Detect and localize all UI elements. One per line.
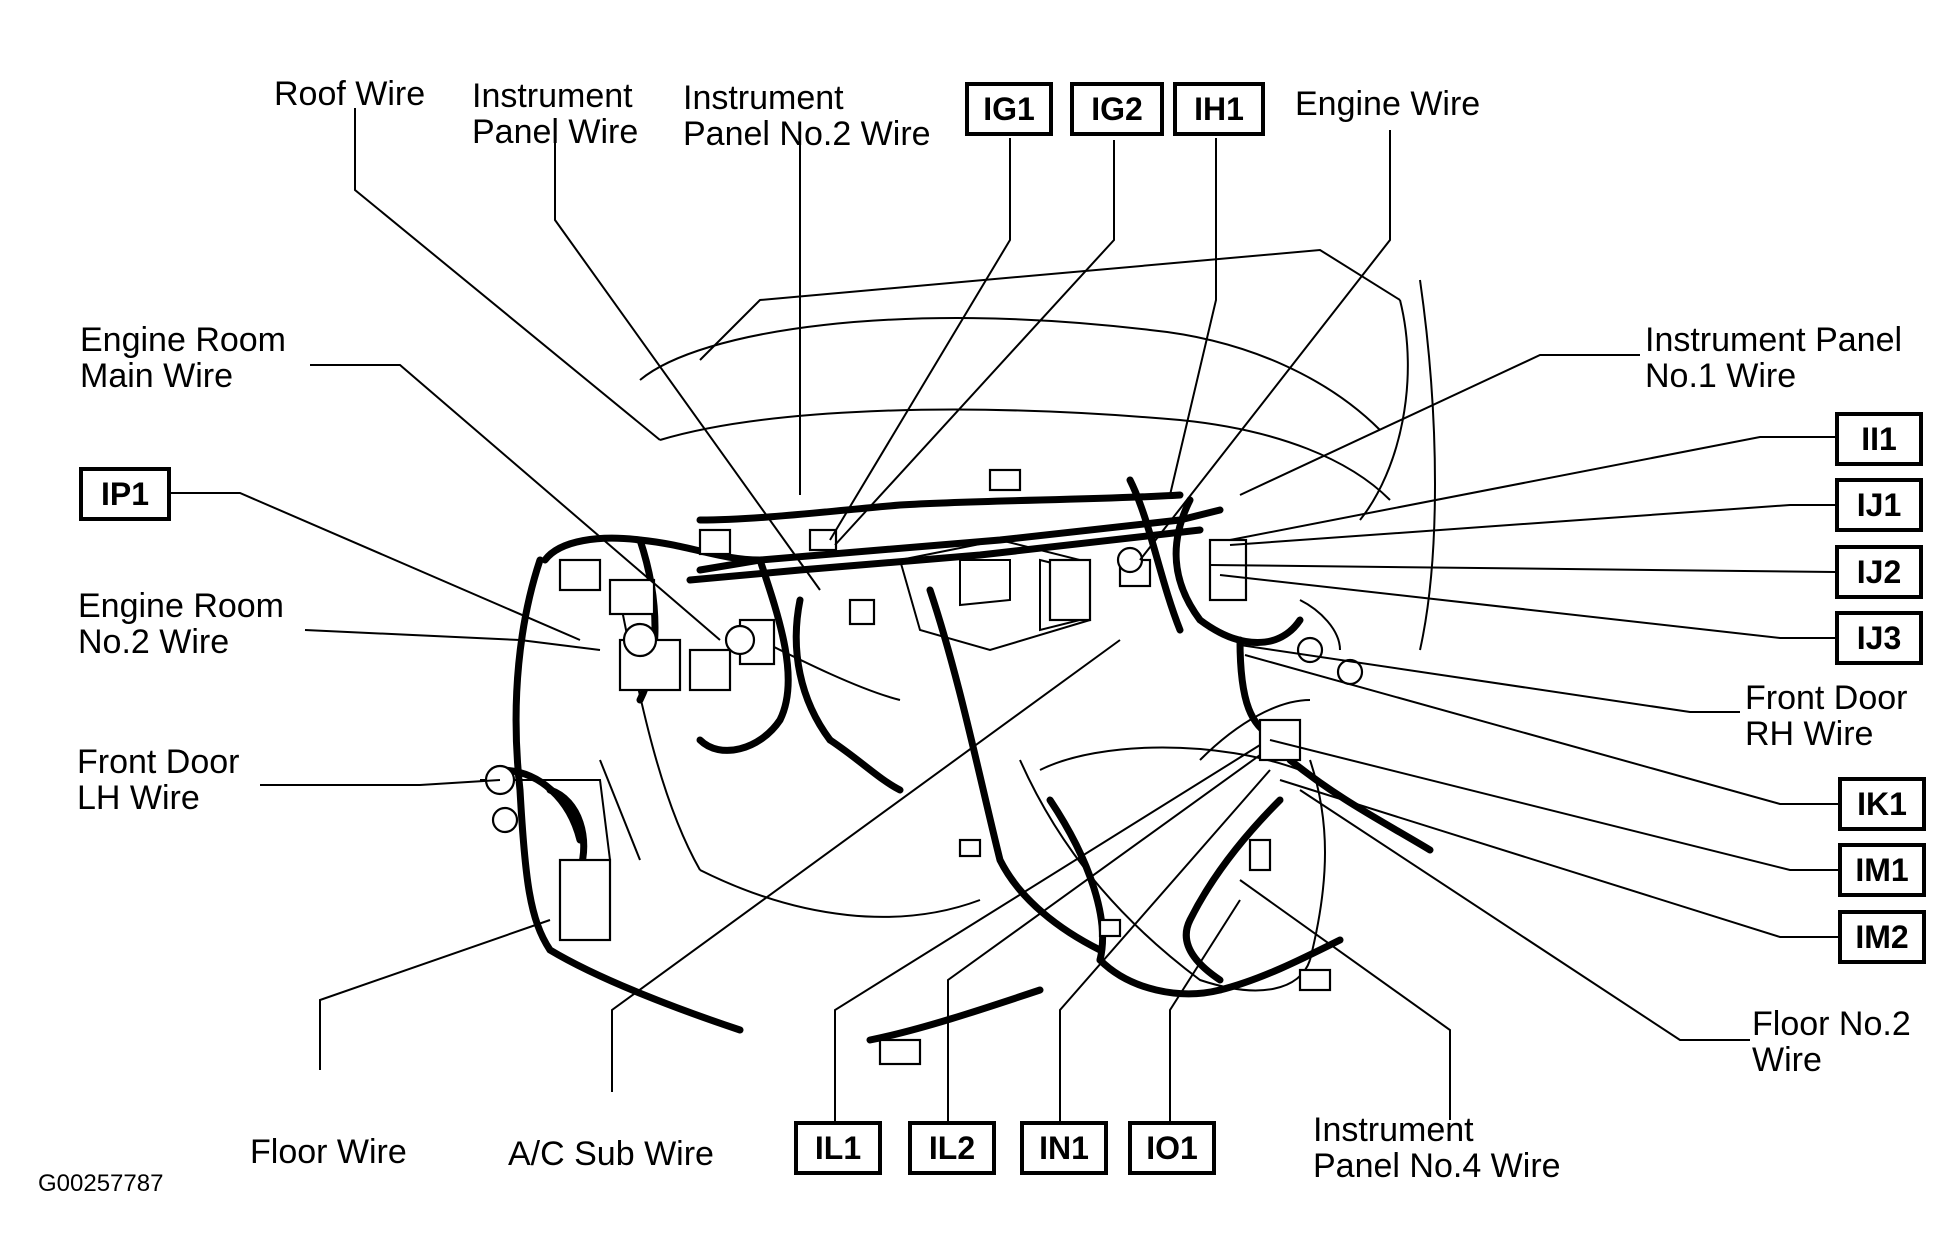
ac-sub-wire-label: A/C Sub Wire [508, 1135, 714, 1173]
connector-ij3: IJ3 [1835, 611, 1923, 665]
instrument-panel-no2-wire-label: Instrument Panel No.2 Wire [683, 80, 931, 152]
label-line: No.2 Wire [78, 623, 230, 661]
connector-in1: IN1 [1020, 1121, 1108, 1175]
label-line: No.1 Wire [1645, 357, 1797, 395]
label-line: Instrument [683, 79, 844, 117]
label-line: Instrument [1313, 1111, 1474, 1149]
front-door-lh-wire-label: Front Door LH Wire [77, 744, 240, 816]
label-line: Front Door [1745, 679, 1908, 717]
connector-ig1: IG1 [965, 82, 1053, 136]
label-line: Main Wire [80, 357, 234, 395]
connector-ij1: IJ1 [1835, 478, 1923, 532]
label-line: Front Door [77, 743, 240, 781]
floor-wire-label: Floor Wire [250, 1133, 407, 1171]
label-line: Instrument Panel [1645, 321, 1903, 359]
engine-wire-label: Engine Wire [1295, 85, 1481, 123]
label-line: Engine Room [80, 321, 287, 359]
leader-lines [163, 108, 1838, 1125]
label-line: RH Wire [1745, 715, 1874, 753]
label-line: Panel Wire [472, 113, 639, 151]
roof-wire-label: Roof Wire [274, 75, 426, 113]
connector-blocks [484, 468, 1364, 1066]
connector-ip1: IP1 [79, 467, 171, 521]
connector-il1: IL1 [794, 1121, 882, 1175]
connector-im1: IM1 [1838, 843, 1926, 897]
instrument-panel-wire-label: Instrument Panel Wire [472, 78, 638, 150]
connector-ig2: IG2 [1070, 82, 1164, 136]
engine-room-no2-wire-label: Engine Room No.2 Wire [78, 588, 284, 660]
label-line: Panel No.2 Wire [683, 115, 931, 153]
label-line: LH Wire [77, 779, 200, 817]
label-line: Wire [1752, 1041, 1822, 1079]
instrument-panel-no1-wire-label: Instrument Panel No.1 Wire [1645, 322, 1902, 394]
label-line: Panel No.4 Wire [1313, 1147, 1561, 1185]
engine-room-main-wire-label: Engine Room Main Wire [80, 322, 286, 394]
front-door-rh-wire-label: Front Door RH Wire [1745, 680, 1908, 752]
figure-code: G00257787 [38, 1170, 164, 1197]
connector-ih1: IH1 [1173, 82, 1265, 136]
connector-ii1: II1 [1835, 412, 1923, 466]
connector-il2: IL2 [908, 1121, 996, 1175]
harness-wires [496, 476, 1434, 1044]
connector-ij2: IJ2 [1835, 545, 1923, 599]
connector-ik1: IK1 [1838, 777, 1926, 831]
floor-no2-wire-label: Floor No.2 Wire [1752, 1006, 1911, 1078]
label-line: Engine Room [78, 587, 285, 625]
label-line: Floor No.2 [1752, 1005, 1911, 1043]
dashboard-outline [480, 248, 1436, 992]
label-line: Instrument [472, 77, 633, 115]
connector-im2: IM2 [1838, 910, 1926, 964]
instrument-panel-no4-wire-label: Instrument Panel No.4 Wire [1313, 1112, 1561, 1184]
connector-io1: IO1 [1128, 1121, 1216, 1175]
